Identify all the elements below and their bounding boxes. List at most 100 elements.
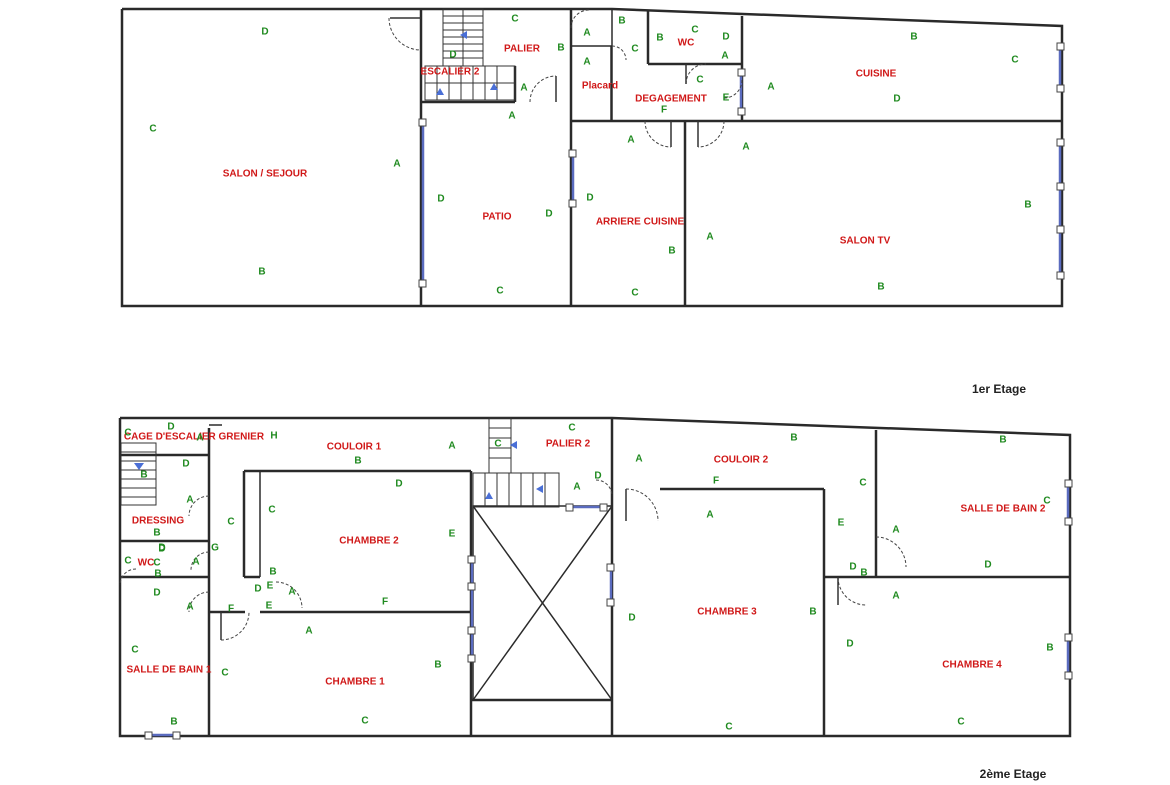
wall-letter: C xyxy=(1011,55,1018,66)
wall-letter: C xyxy=(227,517,234,528)
wall-letter: C xyxy=(957,717,964,728)
room-label: DRESSING xyxy=(132,516,184,527)
wall-letter: D xyxy=(545,209,552,220)
wall-letter: H xyxy=(270,431,277,442)
wall-letter: E xyxy=(267,581,274,592)
wall-letter: D xyxy=(722,32,729,43)
room-labels-floor-2: CAGE D'ESCALIER GRENIER COULOIR 1 PALIER… xyxy=(124,432,1046,688)
wall-letter: C xyxy=(496,286,503,297)
floor-1: SALON / SEJOUR PALIER ESCALIER 2 WC Plac… xyxy=(120,7,1065,308)
room-label: Placard xyxy=(582,81,618,92)
wall-letter: A xyxy=(583,57,590,68)
floor-label: 2ème Etage xyxy=(980,767,1047,781)
wall-letter: D xyxy=(158,544,165,555)
window-degagement xyxy=(737,68,746,116)
wall-letter: C xyxy=(1043,496,1050,507)
wall-letter: A xyxy=(186,495,193,506)
window-patio-arriere xyxy=(568,149,577,208)
wall-letter: F xyxy=(713,476,719,487)
doors-floor-1 xyxy=(388,9,743,148)
wall-letter: C xyxy=(221,668,228,679)
room-label: SALLE DE BAIN 1 xyxy=(126,665,211,676)
wall-letter: A xyxy=(767,82,774,93)
stairs-escalier-2 xyxy=(424,8,516,101)
wall-letter: C xyxy=(153,558,160,569)
wall-letter: B xyxy=(809,607,816,618)
wall-letter: A xyxy=(742,142,749,153)
wall-letters-floor-1: D C B A C B A D A D C A D A B C A C B A … xyxy=(149,14,1031,299)
wall-letter: D xyxy=(395,479,402,490)
wall-letter: A xyxy=(186,602,193,613)
wall-letter: B xyxy=(1046,643,1053,654)
wall-letter: D xyxy=(594,471,601,482)
wall-letter: A xyxy=(573,482,580,493)
windows-floor-2 xyxy=(144,479,1073,740)
room-label: ESCALIER 2 xyxy=(421,67,480,78)
wall-letter: E xyxy=(266,601,273,612)
wall-letter: D xyxy=(153,588,160,599)
window-cuisine xyxy=(1056,42,1065,93)
room-label: CUISINE xyxy=(856,69,897,80)
wall-letter: B xyxy=(269,567,276,578)
wall-letter: A xyxy=(448,441,455,452)
wall-letter: D xyxy=(586,193,593,204)
room-labels-floor-1: SALON / SEJOUR PALIER ESCALIER 2 WC Plac… xyxy=(223,38,897,247)
wall-letter: D xyxy=(893,94,900,105)
wall-letter: B xyxy=(1024,200,1031,211)
wall-letter: B xyxy=(354,456,361,467)
wall-letter: C xyxy=(124,556,131,567)
stairs-cage-grenier xyxy=(120,442,157,506)
wall-letter: C xyxy=(361,716,368,727)
wall-letter: B xyxy=(557,43,564,54)
wall-letter: C xyxy=(631,288,638,299)
wall-letter: C xyxy=(696,75,703,86)
room-label: SALLE DE BAIN 2 xyxy=(960,504,1045,515)
wall-letter: F xyxy=(382,597,388,608)
wall-letter: C xyxy=(124,428,131,439)
wall-letter: A xyxy=(393,159,400,170)
room-label: COULOIR 2 xyxy=(714,455,769,466)
wall-letter: A xyxy=(305,626,312,637)
wall-letter: B xyxy=(910,32,917,43)
wall-letter: B xyxy=(154,569,161,580)
room-label: PALIER xyxy=(504,44,541,55)
wall-letter: C xyxy=(494,439,501,450)
wall-letter: D xyxy=(449,50,456,61)
wall-letter: D xyxy=(437,194,444,205)
room-label: CHAMBRE 2 xyxy=(339,536,399,547)
wall-letter: B xyxy=(258,267,265,278)
room-label: SALON / SEJOUR xyxy=(223,169,308,180)
room-label: DEGAGEMENT xyxy=(635,94,707,105)
wall-letter: B xyxy=(140,470,147,481)
room-label: CAGE D'ESCALIER GRENIER xyxy=(124,432,265,443)
wall-letter: E xyxy=(723,93,730,104)
wall-letter: D xyxy=(167,422,174,433)
wall-letter: B xyxy=(153,528,160,539)
room-label: PALIER 2 xyxy=(546,439,591,450)
room-label: SALON TV xyxy=(840,236,891,247)
wall-letter: A xyxy=(196,433,203,444)
wall-letter: B xyxy=(656,33,663,44)
wall-letter: A xyxy=(892,525,899,536)
wall-letter: B xyxy=(618,16,625,27)
room-label: ARRIERE CUISINE xyxy=(596,217,685,228)
wall-letter: D xyxy=(849,562,856,573)
stairs-palier-2 xyxy=(472,417,560,508)
wall-letter: B xyxy=(668,246,675,257)
wall-letter: B xyxy=(434,660,441,671)
floor-2: CAGE D'ESCALIER GRENIER COULOIR 1 PALIER… xyxy=(118,416,1073,740)
wall-letter: D xyxy=(182,459,189,470)
wall-letter: C xyxy=(131,645,138,656)
wall-letter: G xyxy=(211,543,219,554)
wall-letter: F xyxy=(228,604,234,615)
wall-letter: D xyxy=(254,584,261,595)
wall-letter: A xyxy=(706,510,713,521)
window-salon-patio xyxy=(418,118,427,288)
wall-letter: A xyxy=(583,28,590,39)
wall-letter: B xyxy=(790,433,797,444)
floor-label: 1er Etage xyxy=(972,382,1026,396)
wall-letter: B xyxy=(877,282,884,293)
room-label: CHAMBRE 1 xyxy=(325,677,385,688)
wall-letter: C xyxy=(511,14,518,25)
window-salon-tv xyxy=(1056,138,1065,280)
